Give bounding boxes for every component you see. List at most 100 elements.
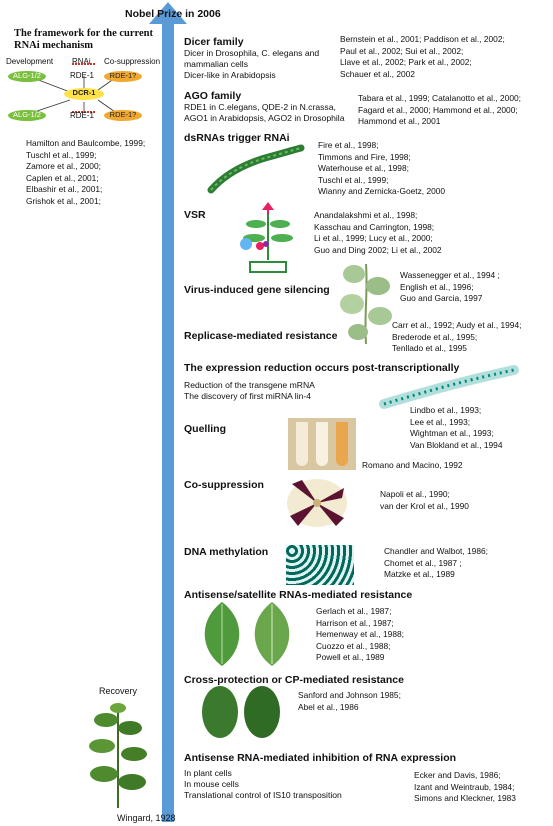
quelling-title: Quelling xyxy=(184,423,226,435)
cosuppression-citations: Napoli et al., 1990; van der Krol et al.… xyxy=(380,489,469,512)
framework-cite: Zamore et al., 2000; xyxy=(26,161,101,172)
dna-methylation-citations: Chandler and Walbot, 1986; Chomet et al.… xyxy=(384,546,488,581)
dsrna-cite: Tuschl et al., 1999; xyxy=(318,174,389,185)
cp-mediated-citations: Sanford and Johnson 1985; Abel et al., 1… xyxy=(298,690,401,713)
antisense-sat-cite: Harrison et al., 1987; xyxy=(316,617,394,628)
vigs-cite: Guo and Garcia, 1997 xyxy=(400,293,483,304)
replicase-title: Replicase-mediated resistance xyxy=(184,330,338,342)
framework-cite: Elbashir et al., 2001; xyxy=(26,184,103,195)
framework-title-line-2: RNAi mechanism xyxy=(14,40,94,51)
ago-line: AGO1 in Arabidopsis, AGO2 in Drosophila xyxy=(184,113,345,124)
vigs-citations: Wassenegger et al., 1994 ; English et al… xyxy=(400,270,500,305)
vigs-title: Virus-induced gene silencing xyxy=(184,284,330,296)
dsrna-citations: Fire et al., 1998; Timmons and Fire, 199… xyxy=(318,140,445,198)
dicer-line: Dicer in Drosophila, C. elegans and xyxy=(184,48,320,58)
dnameth-cite: Chomet et al., 1987 ; xyxy=(384,557,462,568)
ago-line: RDE1 in C.elegans, QDE-2 in N.crassa, xyxy=(184,102,336,112)
antisense-inh-cite: Ecker and Davis, 1986; xyxy=(414,770,501,780)
c-elegans-worm-image xyxy=(207,144,305,194)
antisense-inhibition-citations: Ecker and Davis, 1986; Izant and Weintra… xyxy=(414,770,516,805)
cp-cite: Sanford and Johnson 1985; xyxy=(298,690,401,700)
dicer-line: mammalian cells xyxy=(184,59,248,70)
ptgs-line: The discovery of first miRNA lin-4 xyxy=(184,391,312,402)
antisense-sat-cite: Hemenway et al., 1988; xyxy=(316,629,404,640)
recovery-plant-image xyxy=(89,703,147,808)
alg-bottom-node: ALG-1/2 xyxy=(8,110,46,121)
dna-methylation-title: DNA methylation xyxy=(184,546,269,558)
col-label-rnai: RNAi xyxy=(72,57,91,66)
quelling-tubes-image xyxy=(288,418,356,470)
vigs-cite: English et al., 1996; xyxy=(400,281,474,292)
ptgs-lines: Reduction of the transgene mRNA The disc… xyxy=(184,380,315,402)
vsr-citations: Anandalakshmi et al., 1998; Kasschau and… xyxy=(314,210,442,256)
dcr1-node: DCR-1 xyxy=(64,88,104,100)
antisense-inh-cite: Simons and Kleckner, 1983 xyxy=(414,793,516,804)
antisense-inh-line: In mouse cells xyxy=(184,779,239,790)
vsr-plant-diagram xyxy=(240,202,293,273)
rde1-top-label: RDE-1 xyxy=(70,71,95,80)
ago-cite: Tabara et al., 1999; Catalanotto et al.,… xyxy=(358,93,521,103)
ptgs-cite: Lee et al., 1993; xyxy=(410,416,471,427)
ptgs-line: Reduction of the transgene mRNA xyxy=(184,380,315,390)
ptgs-title: The expression reduction occurs post-tra… xyxy=(184,362,460,374)
cosuppression-title: Co-suppression xyxy=(184,479,264,491)
vigs-cite: Wassenegger et al., 1994 ; xyxy=(400,270,500,280)
dnameth-cite: Matzke et al., 1989 xyxy=(384,569,455,580)
framework-title-line-1: The framework for the current xyxy=(14,28,153,39)
nobel-prize-label: Nobel Prize in 2006 xyxy=(125,8,221,20)
antisense-satellite-citations: Gerlach et al., 1987; Harrison et al., 1… xyxy=(316,606,404,664)
antisense-inh-line: Translational control of IS10 transposit… xyxy=(184,790,342,801)
ago-cite: Fagard et al., 2000; Hammond et al., 200… xyxy=(358,104,518,115)
replicase-cite: Carr et al., 1992; Audy et al., 1994; xyxy=(392,320,522,330)
dsrna-title: dsRNAs trigger RNAi xyxy=(184,132,290,144)
ptgs-citations: Lindbo et al., 1993; Lee et al., 1993; W… xyxy=(410,405,503,451)
antisense-inhibition-lines: In plant cells In mouse cells Translatio… xyxy=(184,768,342,802)
antisense-sat-cite: Cuozzo et al., 1988; xyxy=(316,640,391,651)
vigs-plant-image xyxy=(340,263,392,345)
antisense-sat-cite: Gerlach et al., 1987; xyxy=(316,606,392,616)
framework-citations: Hamilton and Baulcombe, 1999; Tuschl et … xyxy=(26,138,145,208)
col-label-cosuppression: Co-suppression xyxy=(104,57,161,66)
rde1q-top-node: RDE-1? xyxy=(104,71,142,82)
rde1q-bottom-node: RDE-1? xyxy=(104,110,142,121)
framework-cite: Caplen et al., 2001; xyxy=(26,172,99,183)
antisense-satellite-title: Antisense/satellite RNAs-mediated resist… xyxy=(184,589,413,601)
dsrna-cite: Waterhouse et al., 1998; xyxy=(318,163,409,174)
ago-family-lines: RDE1 in C.elegans, QDE-2 in N.crassa, AG… xyxy=(184,102,345,124)
dicer-line: Dicer-like in Arabidopsis xyxy=(184,70,276,81)
dicer-cite: Bernstein et al., 2001; Paddison et al.,… xyxy=(340,34,505,44)
alg-top-node: ALG-1/2 xyxy=(8,71,46,82)
antisense-leaves-image xyxy=(204,602,290,666)
framework-cite: Tuschl et al., 1999; xyxy=(26,149,97,160)
ptgs-cite: Wightman et al., 1993; xyxy=(410,428,494,439)
vsr-cite: Anandalakshmi et al., 1998; xyxy=(314,210,418,220)
replicase-citations: Carr et al., 1992; Audy et al., 1994; Br… xyxy=(392,320,521,355)
cosup-cite: Napoli et al., 1990; xyxy=(380,489,450,499)
vsr-cite: Li et al., 1999; Lucy et al., 2000; xyxy=(314,233,433,244)
dsrna-cite: Wianny and Zernicka-Goetz, 2000 xyxy=(318,186,446,197)
recovery-label: Recovery xyxy=(99,686,138,696)
antisense-inhibition-title: Antisense RNA-mediated inhibition of RNA… xyxy=(184,752,457,764)
dicer-family-title: Dicer family xyxy=(184,36,244,48)
ptgs-worm-image xyxy=(379,365,519,409)
cosup-cite: van der Krol et al., 1990 xyxy=(380,500,469,511)
dicer-family-citations: Bernstein et al., 2001; Paddison et al.,… xyxy=(340,34,505,80)
framework-cite: Grishok et al., 2001; xyxy=(26,195,101,206)
quelling-citation: Romano and Macino, 1992 xyxy=(362,460,463,470)
petunia-flower-image xyxy=(287,479,347,527)
dnameth-cite: Chandler and Walbot, 1986; xyxy=(384,546,488,556)
vsr-cite: Kasschau and Carrington, 1998; xyxy=(314,221,435,232)
dicer-cite: Paul et al., 2002; Sui et al., 2002; xyxy=(340,45,464,56)
vsr-cite: Guo and Ding 2002; Li et al., 2002 xyxy=(314,244,442,255)
cp-cite: Abel et al., 1986 xyxy=(298,701,359,712)
ago-cite: Hammond et al., 2001 xyxy=(358,116,441,127)
cp-leaves-image xyxy=(202,686,280,738)
ptgs-cite: Van Blokland et al., 1994 xyxy=(410,439,503,450)
antisense-inh-line: In plant cells xyxy=(184,768,232,778)
dicer-cite: Schauer et al., 2002 xyxy=(340,68,415,79)
dsrna-cite: Fire et al., 1998; xyxy=(318,140,379,150)
cp-mediated-title: Cross-protection or CP-mediated resistan… xyxy=(184,674,404,686)
dicer-family-lines: Dicer in Drosophila, C. elegans and mamm… xyxy=(184,48,319,82)
timeline-arrow-shaft xyxy=(162,22,174,822)
corn-kernel-image xyxy=(286,545,354,585)
